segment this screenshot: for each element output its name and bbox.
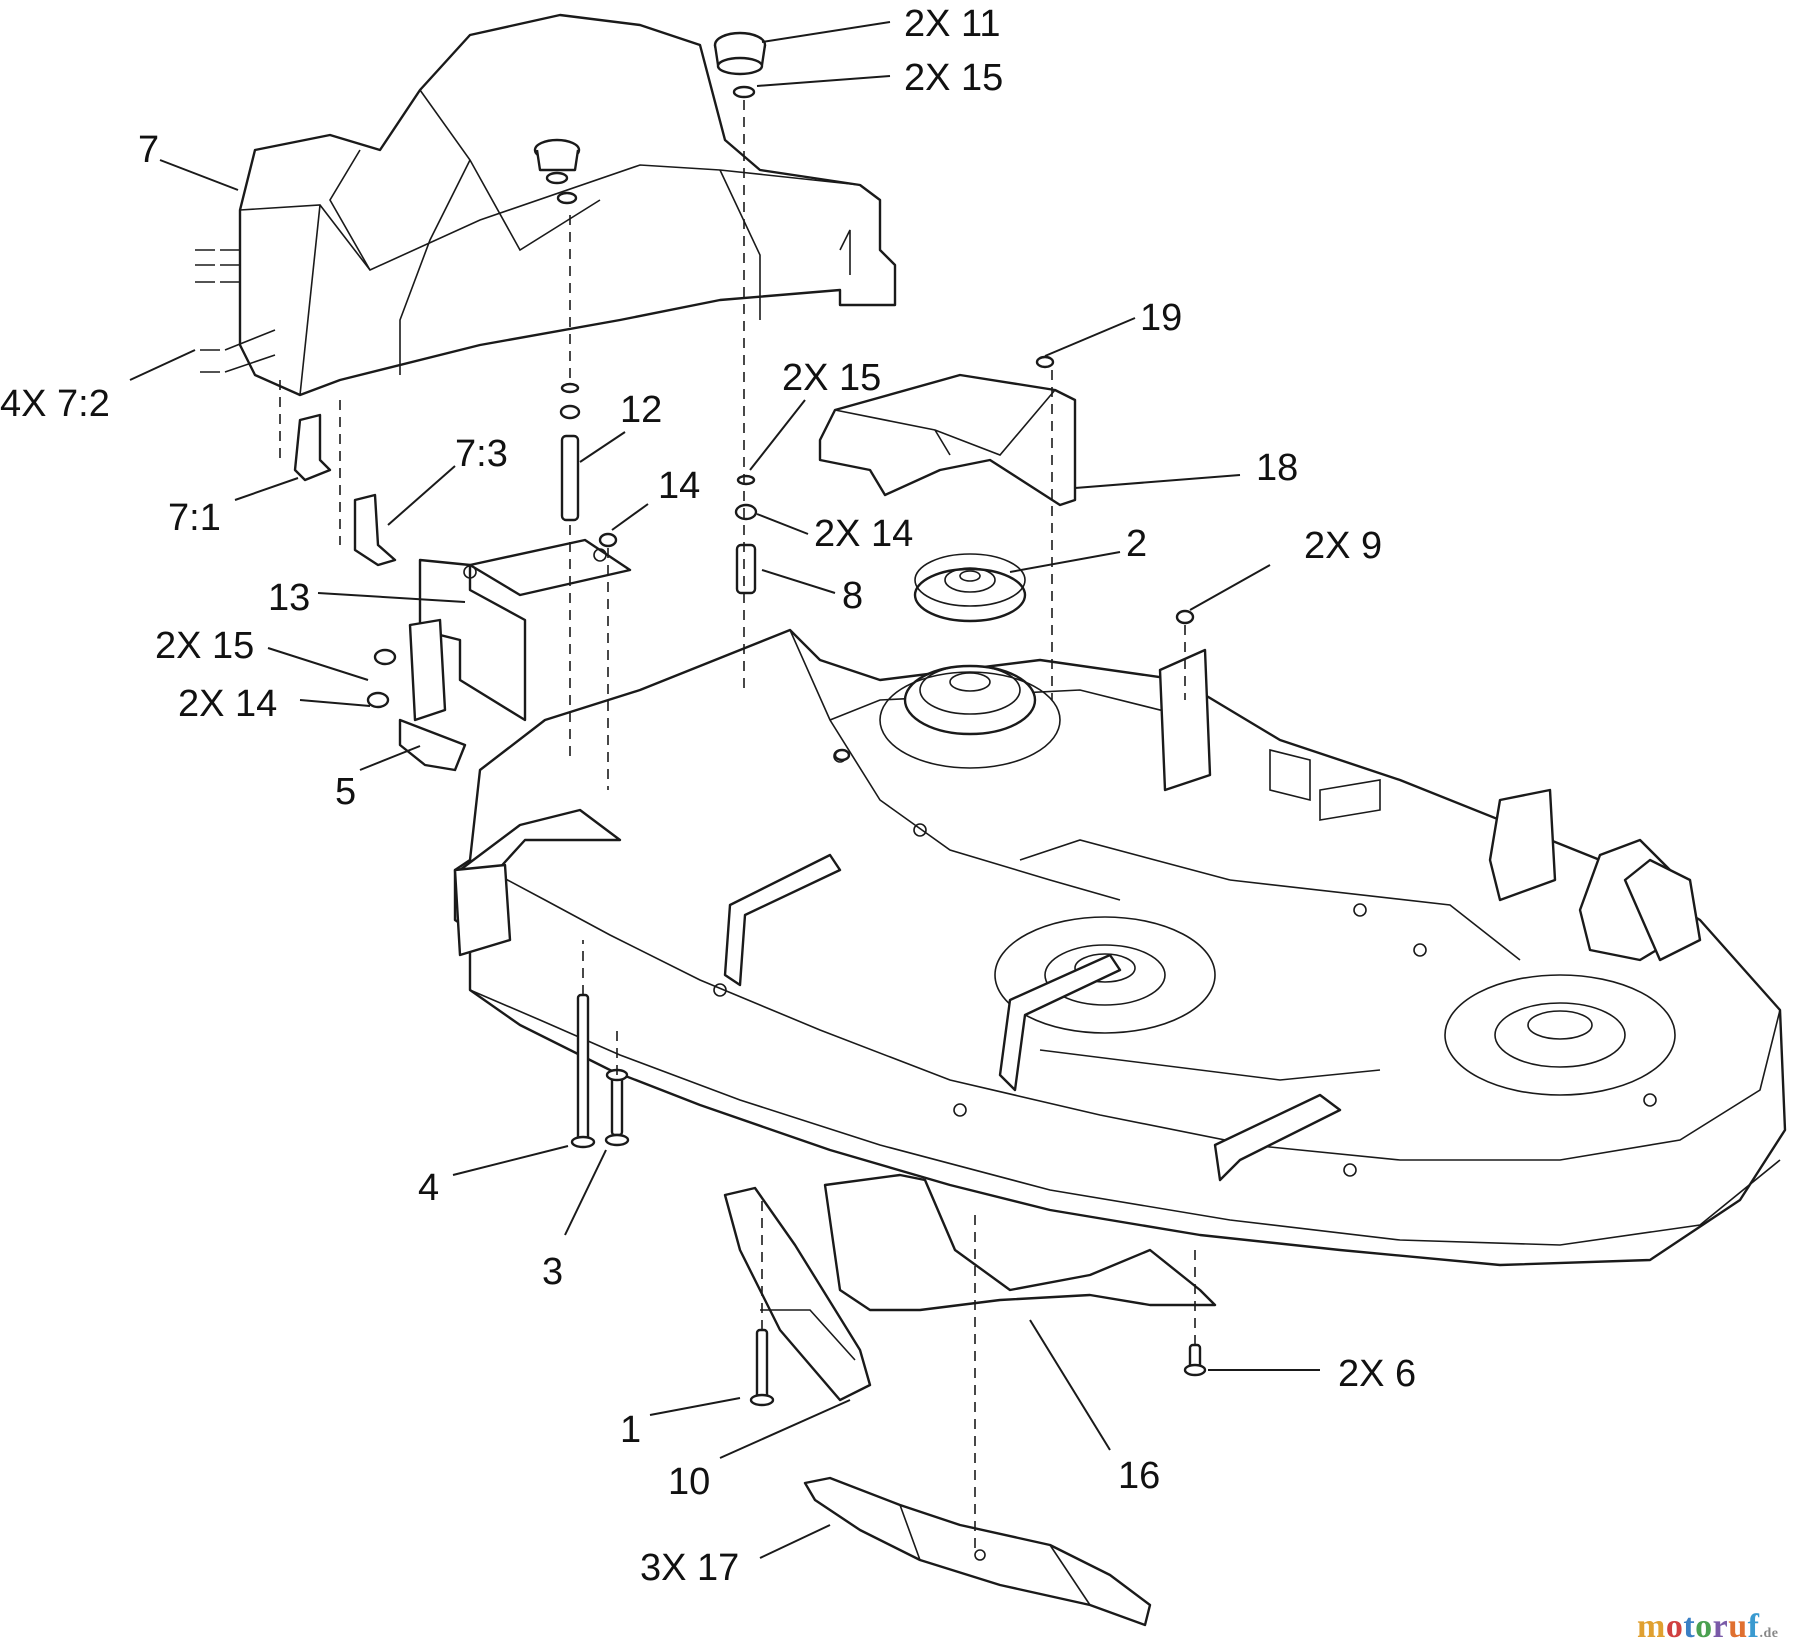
spacers: [559, 355, 1195, 762]
callout-1: 1: [620, 1409, 641, 1451]
blade-17: [803, 1476, 1152, 1627]
belt-cover-18: [818, 373, 1077, 507]
callout-12: 12: [620, 389, 662, 431]
callout-7-3: 7:3: [455, 433, 508, 475]
callout-10: 10: [668, 1461, 710, 1503]
callout-3x17: 3X 17: [640, 1547, 739, 1589]
bolts: [570, 993, 1207, 1407]
callout-2x15-left: 2X 15: [155, 625, 254, 667]
assembly-centerlines: [279, 100, 1196, 1555]
callout-8: 8: [842, 575, 863, 617]
callout-2x11: 2X 11: [904, 3, 1000, 45]
callout-2x14-left: 2X 14: [178, 683, 277, 725]
callout-4x7-2: 4X 7:2: [0, 383, 110, 425]
callout-7-1: 7:1: [168, 497, 221, 539]
callout-2x6: 2X 6: [1338, 1353, 1416, 1395]
mower-deck: [453, 628, 1787, 1267]
baffle-16: [823, 1173, 1217, 1312]
callout-7: 7: [138, 129, 159, 171]
chute-cover: [195, 13, 897, 397]
callout-16: 16: [1118, 1455, 1160, 1497]
bracket-13: [366, 538, 632, 722]
callout-2x14-mid: 2X 14: [814, 513, 913, 555]
callout-2: 2: [1126, 523, 1147, 565]
leader-lines: [129, 21, 1320, 1559]
bracket-7-3: [353, 493, 397, 567]
callout-3: 3: [542, 1251, 563, 1293]
knob-11: [713, 31, 767, 99]
callout-14: 14: [658, 465, 700, 507]
watermark-logo: motoruf.de: [1637, 1608, 1779, 1645]
bracket-7-1: [293, 413, 332, 482]
callout-2x9: 2X 9: [1304, 525, 1382, 567]
callout-19: 19: [1140, 297, 1182, 339]
callout-2x15-mid: 2X 15: [782, 357, 881, 399]
callout-18: 18: [1256, 447, 1298, 489]
pulley-2: [913, 553, 1027, 623]
callout-4: 4: [418, 1167, 439, 1209]
callout-13: 13: [268, 577, 310, 619]
callout-labels: 2X 11 2X 15 7 19 4X 7:2 2X 15 12 7:3 18 …: [0, 3, 1416, 1589]
callout-5: 5: [335, 771, 356, 813]
callout-2x15-top: 2X 15: [904, 57, 1003, 99]
bracket-5: [398, 718, 467, 772]
